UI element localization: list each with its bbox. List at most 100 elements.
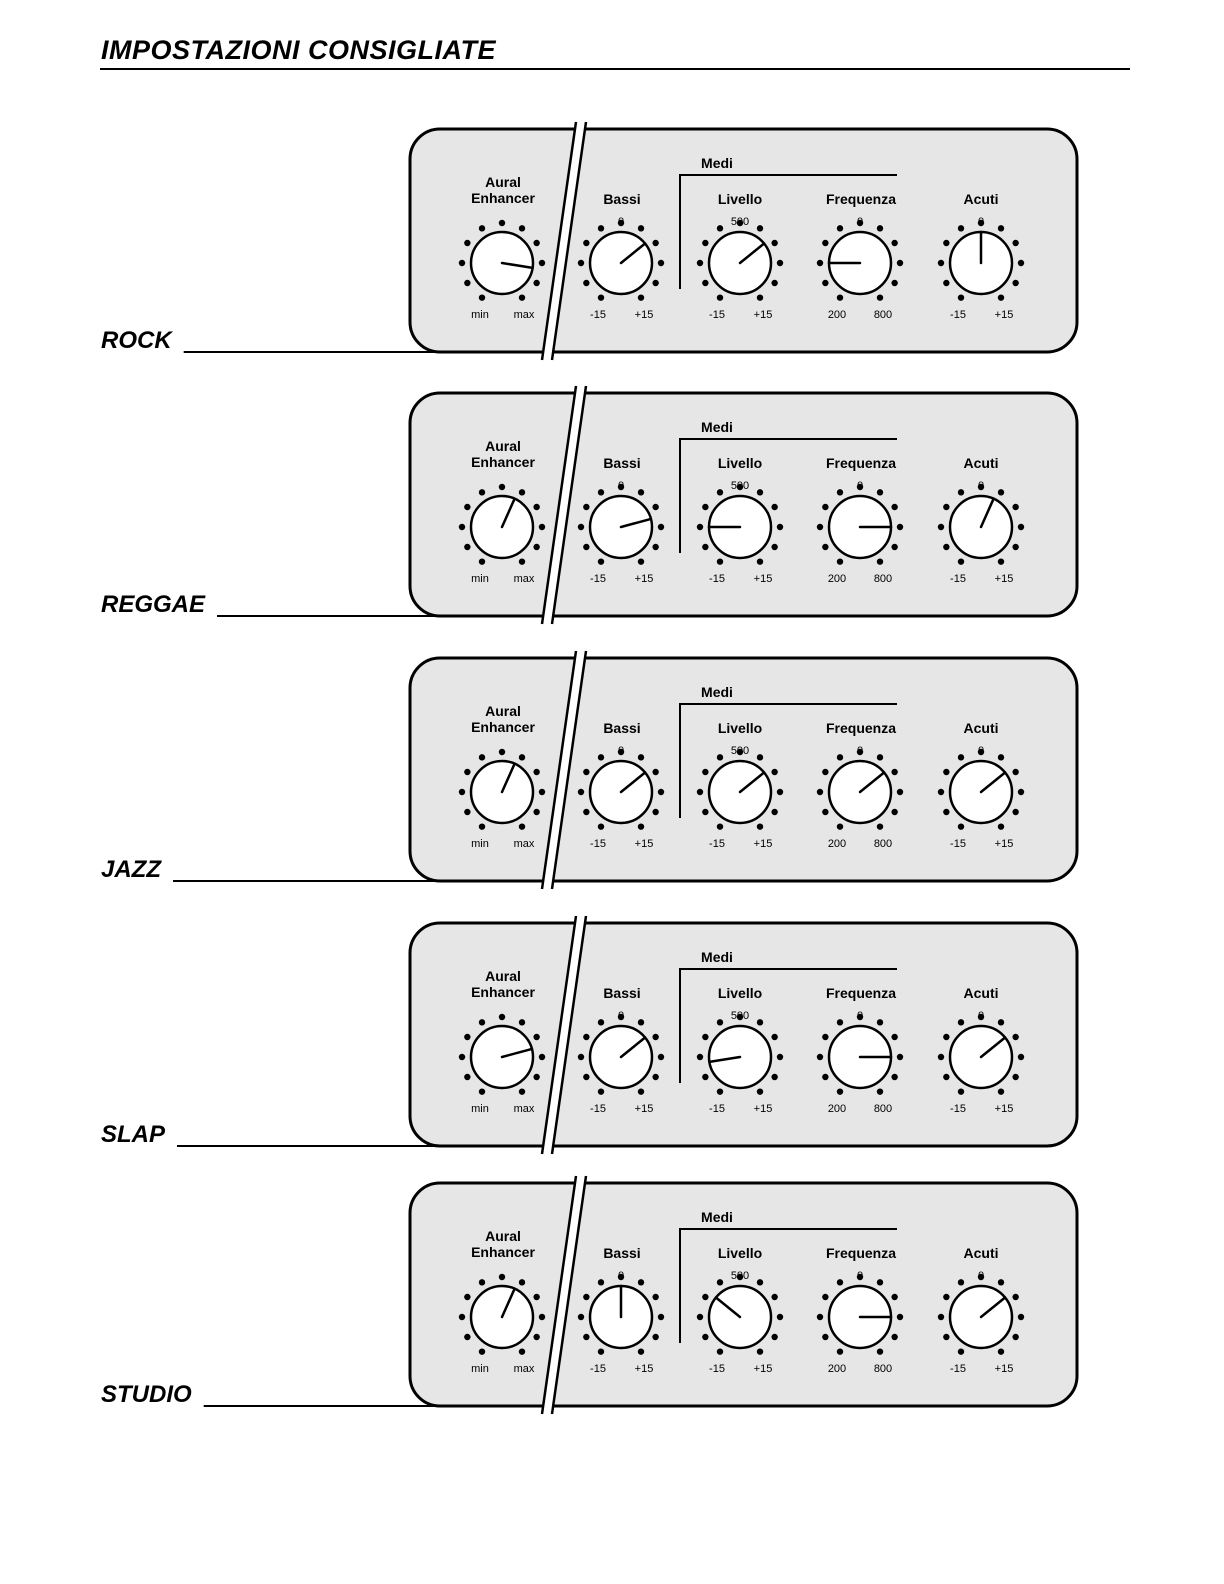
knob-pointer xyxy=(738,242,766,265)
tick-dot xyxy=(617,483,625,491)
tick-dot xyxy=(464,1333,471,1341)
tick-dot xyxy=(478,1279,486,1286)
tick-dot xyxy=(943,1333,950,1341)
bassi-knob[interactable]: 0-15+15 xyxy=(577,216,665,321)
aural-label: Aural xyxy=(485,968,521,984)
tick-dot xyxy=(652,808,659,816)
tick-dot xyxy=(652,279,659,287)
scale-max-label: +15 xyxy=(754,838,773,850)
tick-dot xyxy=(876,754,884,761)
bassi-knob[interactable]: 0-15+15 xyxy=(577,480,665,585)
tick-dot xyxy=(577,259,585,267)
bassi-knob[interactable]: 0-15+15 xyxy=(577,1010,665,1115)
livello-knob[interactable]: 500-15+15 xyxy=(696,1270,784,1375)
tick-dot xyxy=(876,823,884,830)
tick-dot xyxy=(771,503,778,511)
scale-center-label: 0 xyxy=(618,1270,624,1282)
preset-label: REGGAE xyxy=(101,591,206,618)
acuti-label: Acuti xyxy=(964,1245,999,1261)
acuti-knob[interactable]: 0-15+15 xyxy=(937,1010,1025,1115)
scale-min-label: -15 xyxy=(709,1103,725,1115)
frequenza-label: Frequenza xyxy=(826,191,896,207)
scale-min-label: 200 xyxy=(828,309,846,321)
tick-dot xyxy=(816,259,824,267)
scale-max-label: max xyxy=(514,1103,535,1115)
scale-center-label: 0 xyxy=(857,1270,863,1282)
bassi-knob[interactable]: 0-15+15 xyxy=(577,745,665,850)
acuti-knob[interactable]: 0-15+15 xyxy=(937,480,1025,585)
knob-pointer xyxy=(619,771,647,794)
scale-max-label: max xyxy=(514,1363,535,1375)
tick-dot xyxy=(696,788,704,796)
tick-dot xyxy=(776,788,784,796)
tick-dot xyxy=(577,1313,585,1321)
tick-dot xyxy=(518,225,526,232)
tick-dot xyxy=(856,483,864,491)
aural-label: Aural xyxy=(485,438,521,454)
tick-dot xyxy=(478,823,486,830)
scale-max-label: +15 xyxy=(754,573,773,585)
tick-dot xyxy=(977,1013,985,1021)
tick-dot xyxy=(736,748,744,756)
tick-dot xyxy=(756,1279,764,1286)
tick-dot xyxy=(637,1088,645,1095)
tick-dot xyxy=(896,1053,904,1061)
scale-min-label: 200 xyxy=(828,1103,846,1115)
livello-knob[interactable]: 500-15+15 xyxy=(696,745,784,850)
tick-dot xyxy=(816,523,824,531)
tick-dot xyxy=(702,239,709,247)
scale-min-label: min xyxy=(471,838,489,850)
tick-dot xyxy=(464,543,471,551)
scale-max-label: +15 xyxy=(995,309,1014,321)
aural-label: Aural xyxy=(485,174,521,190)
acuti-knob[interactable]: 0-15+15 xyxy=(937,216,1025,321)
acuti-label: Acuti xyxy=(964,191,999,207)
tick-dot xyxy=(943,1033,950,1041)
medi-bracket xyxy=(679,1228,897,1343)
tick-dot xyxy=(617,219,625,227)
scale-center-label: 500 xyxy=(731,1010,749,1022)
tick-dot xyxy=(776,1313,784,1321)
tick-dot xyxy=(716,489,724,496)
break-gap xyxy=(542,386,586,624)
tick-dot xyxy=(637,225,645,232)
scale-center-label: 0 xyxy=(978,1270,984,1282)
acuti-knob[interactable]: 0-15+15 xyxy=(937,1270,1025,1375)
medi-label: Medi xyxy=(701,684,733,700)
tick-dot xyxy=(538,788,546,796)
enhancer-label: Enhancer xyxy=(471,984,535,1000)
tick-dot xyxy=(597,1348,605,1355)
tick-dot xyxy=(943,503,950,511)
tick-dot xyxy=(997,754,1005,761)
livello-label: Livello xyxy=(718,985,762,1001)
livello-knob[interactable]: 500-15+15 xyxy=(696,1010,784,1115)
bassi-knob[interactable]: 0-15+15 xyxy=(577,1270,665,1375)
knob-pointer xyxy=(619,1036,647,1059)
tick-dot xyxy=(637,754,645,761)
knob-pointer xyxy=(979,771,1007,794)
tick-dot xyxy=(771,279,778,287)
tick-dot xyxy=(756,294,764,301)
tick-dot xyxy=(498,1013,506,1021)
scale-min-label: -15 xyxy=(950,838,966,850)
scale-min-label: -15 xyxy=(950,1363,966,1375)
tick-dot xyxy=(458,788,466,796)
acuti-knob[interactable]: 0-15+15 xyxy=(937,745,1025,850)
tick-dot xyxy=(583,1293,590,1301)
enhancer-label: Enhancer xyxy=(471,190,535,206)
tick-dot xyxy=(771,543,778,551)
tick-dot xyxy=(1012,768,1019,776)
tick-dot xyxy=(771,1333,778,1341)
livello-knob[interactable]: 500-15+15 xyxy=(696,480,784,585)
livello-knob[interactable]: 500-15+15 xyxy=(696,216,784,321)
